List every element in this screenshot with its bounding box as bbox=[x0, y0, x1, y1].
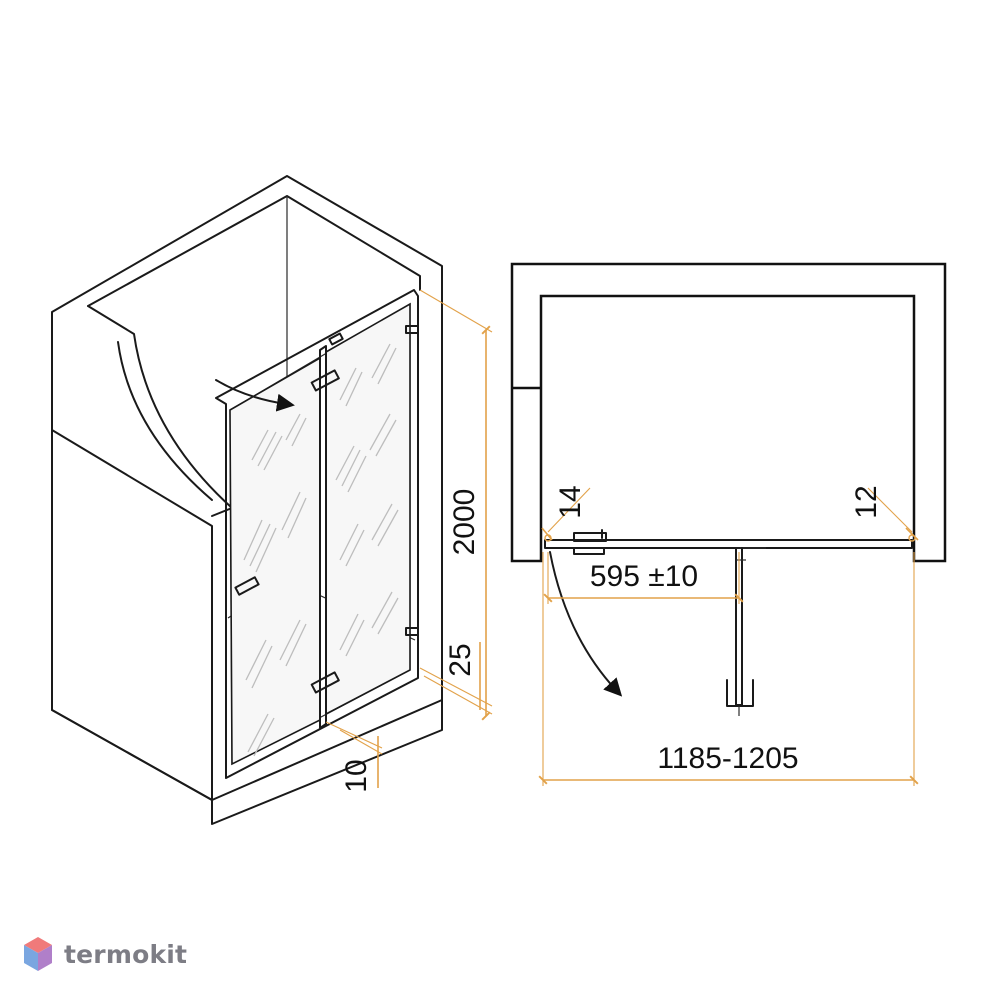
base-top-edge bbox=[51, 699, 443, 801]
hinge-wall-bottom bbox=[405, 627, 419, 636]
bottom-offset-label: 25 bbox=[444, 643, 477, 676]
hinge-top bbox=[310, 369, 340, 392]
plan-threshold bbox=[544, 539, 913, 549]
door-handle bbox=[234, 576, 260, 596]
opening-arrow bbox=[215, 379, 295, 412]
right-gap-label: 12 bbox=[850, 485, 883, 518]
top-clip bbox=[328, 332, 344, 346]
plan-hinge-left-lower bbox=[573, 547, 605, 555]
threshold-label: 10 bbox=[340, 759, 373, 792]
plan-hinge-left bbox=[573, 532, 607, 542]
enclosure-outline bbox=[51, 175, 443, 825]
total-width-dimension bbox=[538, 552, 919, 786]
curved-wall-cutout bbox=[87, 305, 233, 517]
glass-panel-right bbox=[325, 302, 411, 716]
right-gap-dimension bbox=[867, 487, 919, 542]
plan-open-door-clip bbox=[726, 679, 754, 707]
total-width-label: 1185-1205 bbox=[657, 742, 798, 775]
curved-wall-inner bbox=[117, 341, 213, 501]
center-profile bbox=[319, 345, 327, 729]
plan-swing-arrow bbox=[549, 551, 623, 697]
left-gap-label: 14 bbox=[554, 485, 587, 518]
isometric-view: 2000 25 10 bbox=[51, 175, 493, 825]
brand-watermark: termokit bbox=[22, 934, 187, 974]
door-width-dimension bbox=[543, 552, 744, 604]
enclosure-rim bbox=[87, 195, 421, 307]
glass-reflection-hatching bbox=[243, 343, 399, 757]
door-width-label: 595 ±10 bbox=[590, 560, 698, 593]
hinge-wall-top bbox=[405, 325, 419, 334]
cube-logo-icon bbox=[24, 937, 52, 971]
brand-name: termokit bbox=[64, 939, 188, 969]
base-platform bbox=[51, 429, 213, 801]
height-label: 2000 bbox=[448, 489, 481, 556]
door-frame bbox=[215, 289, 419, 779]
plan-wall-outer bbox=[510, 262, 947, 563]
hinge-bottom bbox=[310, 671, 340, 694]
glass-panel-left bbox=[229, 356, 321, 766]
plan-view: 14 12 595 ±10 1185-1205 bbox=[510, 262, 947, 786]
height-dimension bbox=[419, 289, 493, 721]
threshold-dimension bbox=[325, 721, 383, 788]
left-gap-dimension bbox=[541, 487, 591, 542]
